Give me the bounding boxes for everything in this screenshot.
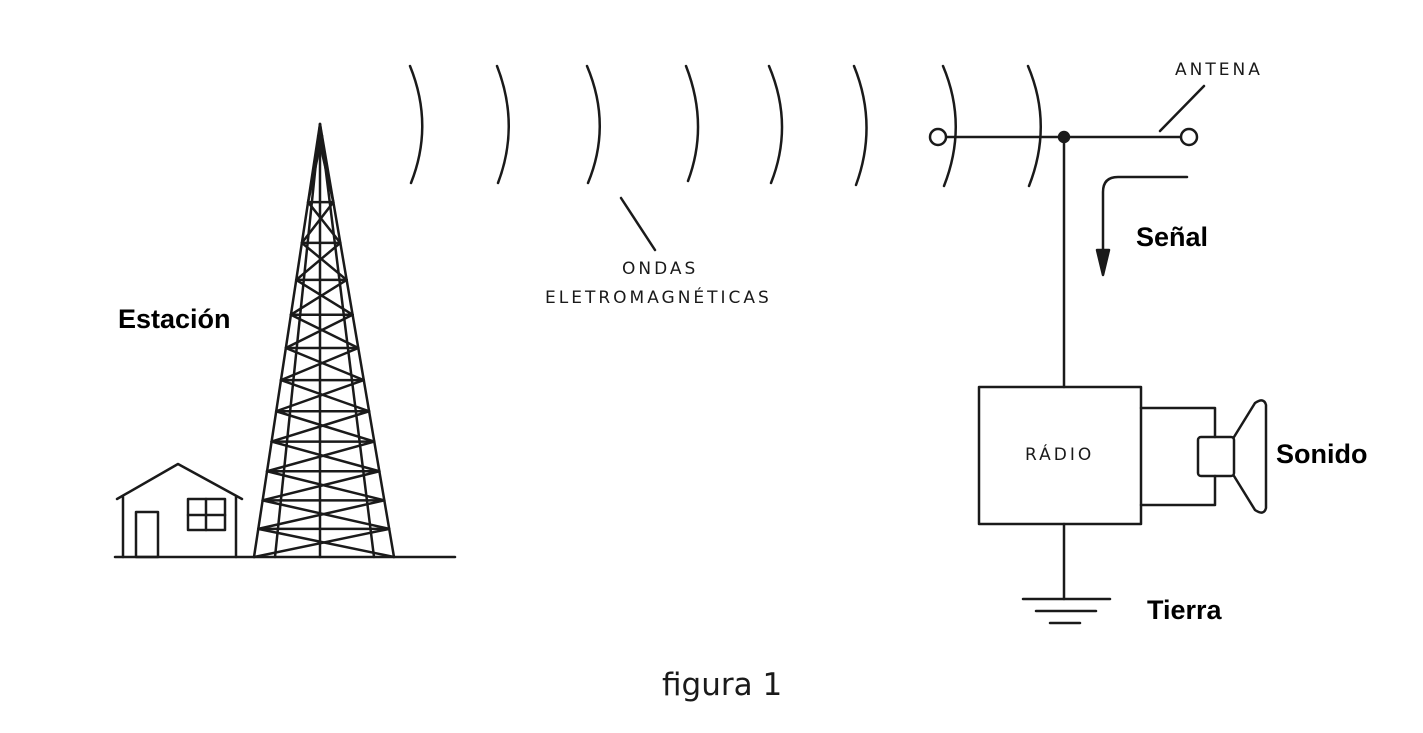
electromagnetic-waves-icon [408, 64, 1042, 188]
tower-brace [270, 409, 371, 443]
tower-leg [273, 122, 322, 559]
dipole-antenna-icon [928, 84, 1206, 147]
tower-brace [300, 241, 348, 282]
tower-brace [279, 378, 371, 413]
waves-label-line1: ONDAS [622, 259, 699, 279]
antenna-leader-line [1158, 84, 1206, 133]
wave-arc [684, 64, 700, 183]
tower-brace [284, 346, 366, 382]
tower-brace [257, 499, 386, 531]
signal-arrow [1095, 175, 1189, 277]
speaker-wire-bottom [1139, 474, 1217, 507]
tower-brace [306, 134, 324, 204]
wave-arc [941, 64, 957, 188]
tower-brace [274, 409, 376, 443]
radio-box [977, 385, 1143, 526]
tower-brace [261, 470, 381, 502]
tower-brace [274, 378, 366, 413]
antenna-label: ANTENA [1175, 60, 1263, 80]
figure-caption: figura 1 [662, 667, 783, 703]
transmission-tower-icon [252, 122, 396, 559]
tower-brace [289, 278, 348, 316]
house-door [134, 510, 160, 559]
wave-arc [495, 64, 510, 185]
tower-brace [289, 313, 360, 350]
wave-arc [852, 64, 868, 187]
tower-brace [294, 241, 342, 282]
wave-arc [1026, 64, 1042, 188]
tower-brace [300, 200, 335, 245]
speaker-icon [1196, 399, 1268, 514]
sound-label: Sonido [1276, 439, 1368, 469]
wave-arc [408, 64, 424, 185]
tower-brace [279, 346, 360, 382]
wave-arc [767, 64, 784, 185]
wave-arc [585, 64, 601, 185]
tower-brace [284, 313, 354, 350]
signal-label: Señal [1136, 222, 1209, 252]
tower-brace [306, 200, 342, 245]
tower-brace [294, 278, 354, 316]
radio-label: RÁDIO [1025, 445, 1095, 465]
waves-leader-line [619, 196, 657, 252]
waves-label-line2: ELETROMAGNÉTICAS [545, 288, 772, 308]
tower-brace [265, 440, 376, 473]
station-label: Estación [118, 304, 231, 334]
tower-brace [270, 440, 381, 473]
speaker-wire-top [1139, 406, 1217, 439]
tower-leg [318, 122, 376, 559]
house-icon [115, 462, 244, 559]
tower-brace [252, 527, 391, 559]
ground-symbol-icon [1021, 597, 1112, 625]
ground-label: Tierra [1147, 595, 1222, 625]
